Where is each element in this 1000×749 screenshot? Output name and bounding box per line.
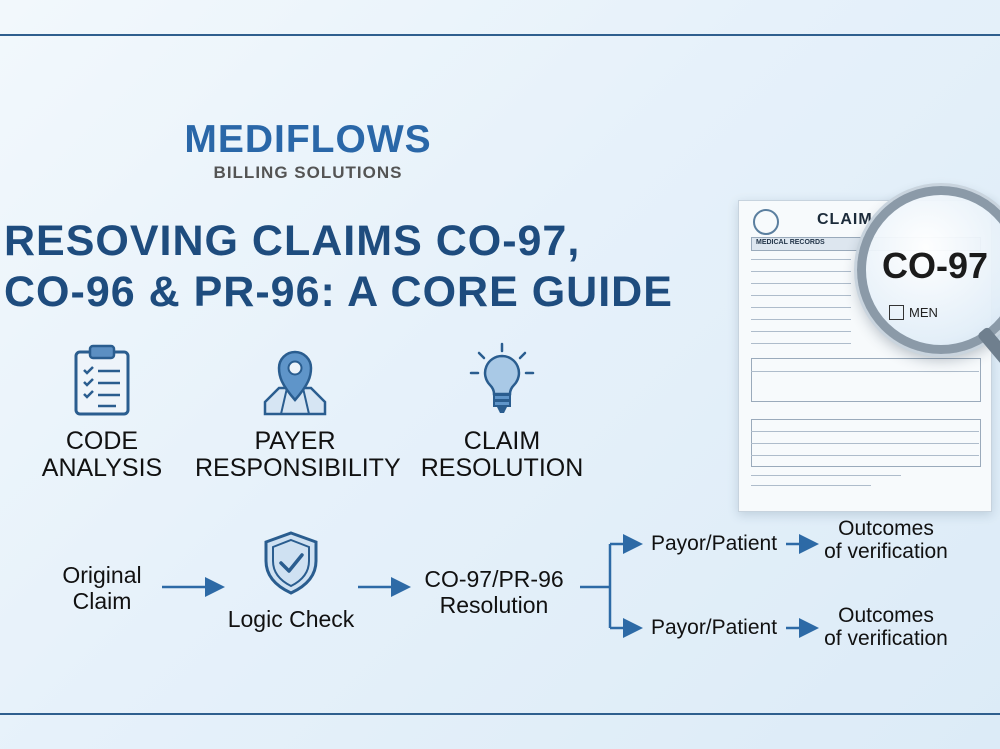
title-line-2: CO-96 & PR-96: A CORE GUIDE [4, 268, 673, 316]
title-line-1: RESOVING CLAIMS CO-97, [4, 217, 581, 265]
brand-logo: MEDIFLOWS BILLING SOLUTIONS [178, 120, 438, 183]
feature-label-payer-responsibility: PAYER RESPONSIBILITY [195, 427, 401, 482]
men-checkbox-label: MEN [909, 305, 938, 320]
page-title: RESOVING CLAIMS CO-97, CO-96 & PR-96: A … [4, 216, 724, 318]
flow-node-logic-check: Logic Check [227, 606, 355, 632]
flow-outcome-2: Outcomes of verification [824, 604, 948, 650]
flow-node-payor-patient-2: Payor/Patient [650, 616, 778, 639]
flow-node-resolution: CO-97/PR-96 Resolution [424, 566, 564, 618]
feature-label-code-analysis: CODE ANALYSIS [41, 427, 163, 482]
shield-check-icon [262, 531, 320, 600]
flow-node-original-claim: Original Claim [62, 562, 142, 614]
feature-claim-resolution: CLAIM RESOLUTION [402, 340, 602, 482]
map-pin-icon [195, 340, 395, 416]
feature-payer-responsibility: PAYER RESPONSIBILITY [195, 340, 401, 482]
feature-code-analysis: CODE ANALYSIS [2, 340, 202, 482]
brand-name: MEDIFLOWS [184, 118, 432, 161]
flow-node-payor-patient-1: Payor/Patient [650, 532, 778, 555]
claim-form-title: CLAIM [817, 211, 873, 228]
feature-label-claim-resolution: CLAIM RESOLUTION [420, 427, 584, 482]
claim-form-table-1 [751, 358, 981, 402]
claim-form-section-label: MEDICAL RECORDS [756, 239, 825, 246]
zoomed-code: CO-97 [882, 245, 989, 286]
lightbulb-icon [402, 340, 602, 416]
medical-seal-icon [753, 209, 779, 235]
brand-subtitle: BILLING SOLUTIONS [213, 163, 403, 182]
men-checkbox [889, 305, 904, 320]
bottom-rule [0, 713, 1000, 715]
flow-outcome-1: Outcomes of verification [824, 517, 948, 563]
magnifying-glass-icon [857, 186, 1000, 354]
clipboard-checklist-icon [2, 340, 202, 416]
top-rule [0, 34, 1000, 36]
